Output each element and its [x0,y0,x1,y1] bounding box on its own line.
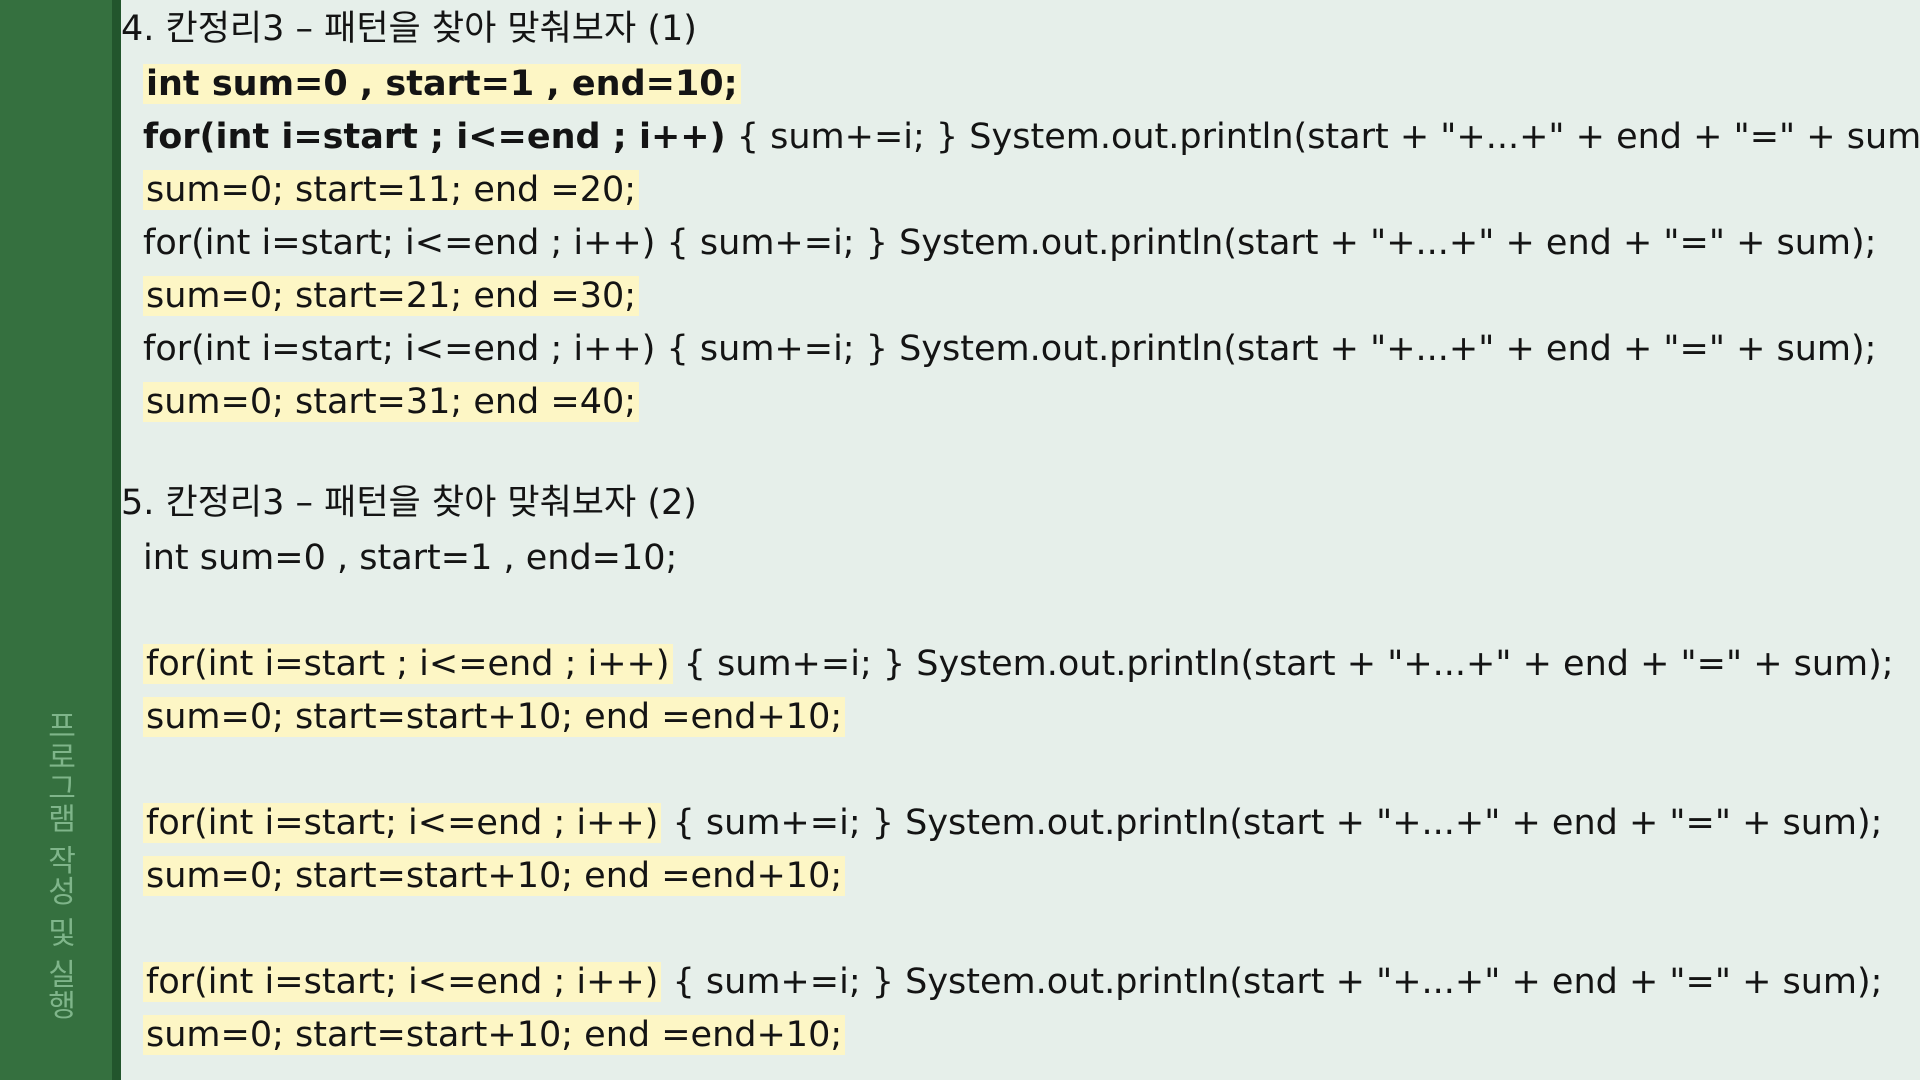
code-line: sum=0; start=start+10; end =end+10; [143,852,846,900]
code-highlight: sum=0; start=start+10; end =end+10; [143,697,846,737]
code-line: int sum=0 , start=1 , end=10; [143,538,678,578]
code-line: for(int i=start; i<=end ; i++) { sum+=i;… [143,958,1882,1006]
sidebar-title: 프로그램 작성 및 실행 [41,710,76,1021]
code-line: for(int i=start ; i<=end ; i++) { sum+=i… [143,640,1894,688]
code-highlight: sum=0; start=start+10; end =end+10; [143,1015,846,1055]
code-highlight: int sum=0 , start=1 , end=10; [143,64,741,104]
code-for-body: { sum+=i; } System.out.println(start + "… [672,644,1894,684]
code-line: sum=0; start=31; end =40; [143,378,640,426]
code-line: for(int i=start; i<=end ; i++) { sum+=i;… [143,223,1877,263]
code-highlight: sum=0; start=31; end =40; [143,382,640,422]
code-highlight: for(int i=start; i<=end ; i++) [143,803,662,843]
code-highlight: for(int i=start ; i<=end ; i++) [143,644,673,684]
code-line: sum=0; start=start+10; end =end+10; [143,693,846,741]
code-line: int sum=0 , start=1 , end=10; [143,60,741,108]
code-line: for(int i=start; i<=end ; i++) { sum+=i;… [143,799,1882,847]
code-line: sum=0; start=start+10; end =end+10; [143,1011,846,1059]
section-4-heading: 4. 칸정리3 – 패턴을 찾아 맞춰보자 (1) [121,9,697,49]
code-line: for(int i=start; i<=end ; i++) { sum+=i;… [143,329,1877,369]
slide-content: 4. 칸정리3 – 패턴을 찾아 맞춰보자 (1) int sum=0 , st… [121,0,1920,1080]
code-for-body: { sum+=i; } System.out.println(start + "… [725,117,1920,157]
code-for-body: { sum+=i; } System.out.println(start + "… [661,803,1883,843]
code-for-header: for(int i=start ; i<=end ; i++) [143,117,726,157]
code-highlight: sum=0; start=21; end =30; [143,276,640,316]
code-highlight: for(int i=start; i<=end ; i++) [143,962,662,1002]
code-line: sum=0; start=11; end =20; [143,166,640,214]
code-highlight: sum=0; start=start+10; end =end+10; [143,856,846,896]
code-for-body: { sum+=i; } System.out.println(start + "… [661,962,1883,1002]
section-5-heading: 5. 칸정리3 – 패턴을 찾아 맞춰보자 (2) [121,483,697,523]
sidebar: 프로그램 작성 및 실행 [0,0,121,1080]
code-line: for(int i=start ; i<=end ; i++) { sum+=i… [143,113,1920,161]
code-line: sum=0; start=21; end =30; [143,272,640,320]
code-highlight: sum=0; start=11; end =20; [143,170,640,210]
